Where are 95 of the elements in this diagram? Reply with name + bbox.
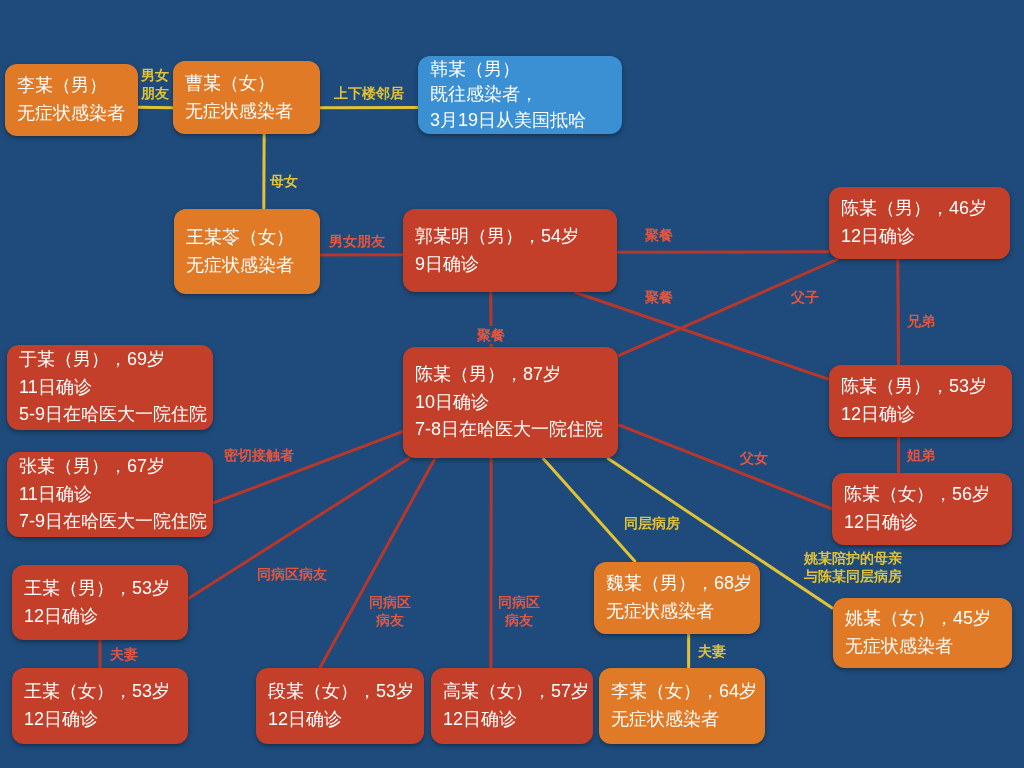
edge-label: 母女 <box>268 172 300 191</box>
case-card <box>829 187 1010 259</box>
relation-line <box>489 458 493 668</box>
relation-line <box>320 106 418 110</box>
case-detail: 12日确诊 <box>841 403 916 426</box>
relation-line <box>212 429 404 505</box>
person-label: 曹某（女） <box>185 71 275 95</box>
case-card <box>12 565 188 640</box>
edge-label: 男女朋友 <box>139 66 171 103</box>
relation-line <box>897 437 901 473</box>
person-label: 王某（男），53岁 <box>24 576 171 600</box>
edge-label: 聚餐 <box>475 326 507 345</box>
person-label: 张某（男），67岁 <box>19 454 166 478</box>
relation-line <box>98 640 102 668</box>
person-label: 高某（女），57岁 <box>443 680 590 704</box>
case-detail: 7-8日在哈医大一院住院 <box>415 418 603 442</box>
case-card <box>173 61 320 134</box>
edge-label: 同病区病友 <box>368 593 412 630</box>
case-detail: 无症状感染者 <box>186 253 294 277</box>
edge-label: 同病区病友 <box>255 565 329 584</box>
case-detail: 无症状感染者 <box>185 99 293 123</box>
case-card <box>829 365 1012 437</box>
relation-line <box>262 134 266 209</box>
case-detail: 11日确诊 <box>19 375 92 399</box>
relation-line <box>320 253 403 257</box>
case-card <box>7 452 213 537</box>
case-detail: 12日确诊 <box>844 511 919 534</box>
case-detail: 无症状感染者 <box>606 600 714 623</box>
edge-label: 同层病房 <box>622 514 682 533</box>
edge-label: 密切接触者 <box>222 446 296 465</box>
edge-label: 父女 <box>738 449 770 468</box>
relation-line <box>541 457 637 563</box>
case-detail: 无症状感染者 <box>845 635 953 658</box>
case-card <box>12 668 188 744</box>
case-detail: 12日确诊 <box>841 225 916 248</box>
person-label: 陈某（男），87岁 <box>415 362 562 386</box>
person-label: 郭某明（男），54岁 <box>415 224 580 248</box>
case-detail: 12日确诊 <box>268 708 343 731</box>
person-label: 姚某（女），45岁 <box>845 607 992 631</box>
edge-label: 姐弟 <box>905 446 937 465</box>
person-label: 陈某（女），56岁 <box>844 483 991 507</box>
relation-line <box>617 423 833 511</box>
person-label: 魏某（男），68岁 <box>606 572 753 596</box>
case-card <box>418 56 622 134</box>
case-card <box>833 598 1012 668</box>
person-label: 王某苓（女） <box>186 225 294 249</box>
case-detail: 12日确诊 <box>24 708 99 731</box>
edge-label: 兄弟 <box>905 312 937 331</box>
edge-label: 聚餐 <box>643 226 675 245</box>
case-detail: 9日确诊 <box>415 252 479 276</box>
relation-line <box>896 259 901 365</box>
case-detail: 既往感染者， <box>430 83 538 107</box>
relation-line <box>687 634 691 668</box>
edge-label: 夫妻 <box>108 645 140 664</box>
case-detail: 无症状感染者 <box>17 102 125 125</box>
case-card <box>256 668 424 744</box>
case-detail: 12日确诊 <box>443 708 518 731</box>
edge-label: 夫妻 <box>696 642 728 661</box>
case-detail: 12日确诊 <box>24 604 99 628</box>
relation-line <box>318 457 437 669</box>
case-detail: 11日确诊 <box>19 482 92 506</box>
relation-line <box>606 456 834 610</box>
case-detail: 10日确诊 <box>415 390 490 414</box>
relation-line <box>137 105 174 110</box>
edge-label: 同病区病友 <box>497 593 541 630</box>
case-card <box>5 64 138 136</box>
person-label: 陈某（男），53岁 <box>841 375 988 399</box>
relation-line <box>617 250 829 254</box>
case-card <box>174 209 320 294</box>
case-card <box>431 668 593 744</box>
relation-line <box>187 456 411 600</box>
person-label: 段某（女），53岁 <box>268 680 415 704</box>
case-detail: 无症状感染者 <box>611 708 719 731</box>
relation-line <box>617 257 839 358</box>
edge-label: 聚餐 <box>643 288 675 307</box>
person-label: 李某（男） <box>17 74 107 98</box>
edge-label: 父子 <box>789 288 821 307</box>
case-card <box>403 347 618 458</box>
case-detail: 3月19日从美国抵哈 <box>430 108 587 132</box>
case-card <box>599 668 765 744</box>
edge-label: 男女朋友 <box>327 232 387 251</box>
relation-line <box>573 290 830 381</box>
case-card <box>7 345 213 430</box>
case-card <box>403 209 617 292</box>
case-detail: 5-9日在哈医大一院住院 <box>19 403 207 427</box>
person-label: 李某（女），64岁 <box>611 680 758 704</box>
edge-label: 上下楼邻居 <box>332 84 406 103</box>
person-label: 于某（男），69岁 <box>19 347 166 371</box>
case-card <box>832 473 1012 545</box>
case-card <box>594 562 760 634</box>
person-label: 王某（女），53岁 <box>24 680 171 704</box>
person-label: 陈某（男），46岁 <box>841 197 988 221</box>
edge-label: 姚某陪护的母亲与陈某同层病房 <box>803 549 903 586</box>
case-detail: 7-9日在哈医大一院住院 <box>19 510 207 534</box>
person-label: 韩某（男） <box>430 58 520 82</box>
